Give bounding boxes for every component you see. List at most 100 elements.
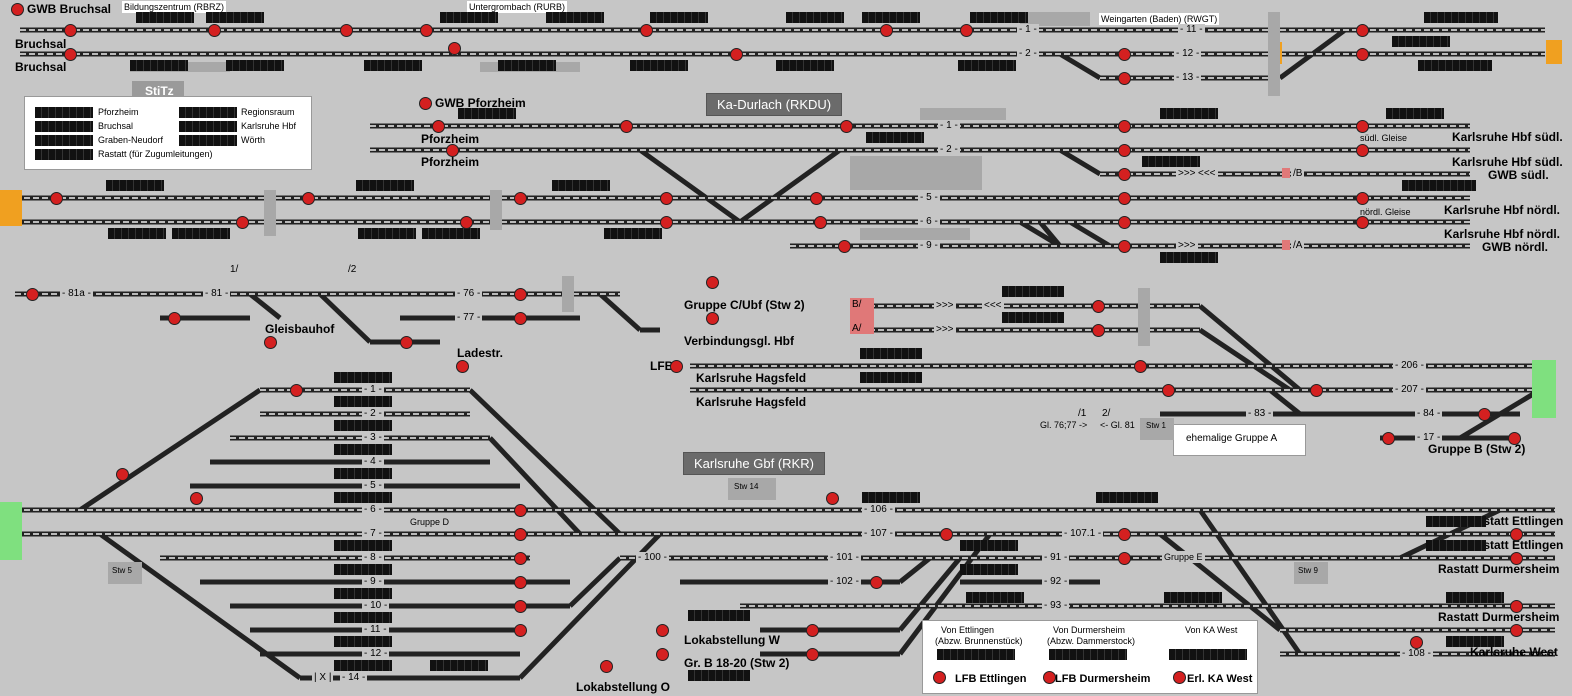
- signal[interactable]: [1508, 432, 1521, 445]
- train-number-display[interactable]: [552, 180, 610, 191]
- train-number-display[interactable]: [334, 564, 392, 575]
- train-number-display[interactable]: [688, 610, 750, 621]
- train-number-display[interactable]: [430, 660, 488, 671]
- train-number-display[interactable]: [1446, 636, 1504, 647]
- train-number-display[interactable]: [1446, 592, 1504, 603]
- train-number-display[interactable]: [334, 492, 392, 503]
- train-number-display[interactable]: [206, 12, 264, 23]
- signal[interactable]: [706, 276, 719, 289]
- signal[interactable]: [264, 336, 277, 349]
- train-number-display[interactable]: [130, 60, 188, 71]
- signal[interactable]: [1118, 552, 1131, 565]
- train-number-display[interactable]: [334, 540, 392, 551]
- train-number-display[interactable]: [1142, 156, 1200, 167]
- train-number-display[interactable]: [1002, 286, 1064, 297]
- route-1-label[interactable]: 1/: [228, 264, 241, 276]
- signal[interactable]: [514, 504, 527, 517]
- signal[interactable]: [514, 600, 527, 613]
- train-number-display[interactable]: [970, 12, 1028, 23]
- signal[interactable]: [514, 288, 527, 301]
- signal[interactable]: [514, 192, 527, 205]
- signal[interactable]: [340, 24, 353, 37]
- signal[interactable]: [1356, 24, 1369, 37]
- signal[interactable]: [1118, 144, 1131, 157]
- signal[interactable]: [190, 492, 203, 505]
- signal[interactable]: [1310, 384, 1323, 397]
- route-a-end-label[interactable]: /A: [1291, 240, 1305, 252]
- signal[interactable]: [514, 624, 527, 637]
- signal[interactable]: [208, 24, 221, 37]
- signal[interactable]: [640, 24, 653, 37]
- signal[interactable]: [64, 48, 77, 61]
- signal[interactable]: [1092, 324, 1105, 337]
- train-number-display[interactable]: [1160, 252, 1218, 263]
- train-number-display[interactable]: [334, 468, 392, 479]
- signal[interactable]: [116, 468, 129, 481]
- train-number-display[interactable]: [1392, 36, 1450, 47]
- signal[interactable]: [1356, 192, 1369, 205]
- signal[interactable]: [1356, 120, 1369, 133]
- signal[interactable]: [1162, 384, 1175, 397]
- train-number-display[interactable]: [106, 180, 164, 191]
- train-number-display[interactable]: [334, 444, 392, 455]
- train-number-display[interactable]: [334, 612, 392, 623]
- gwb-pforzheim-signal[interactable]: [419, 97, 432, 110]
- train-number-display[interactable]: [1160, 108, 1218, 119]
- train-number-display[interactable]: [422, 228, 480, 239]
- stitz-indicator[interactable]: [35, 149, 93, 160]
- signal[interactable]: [432, 120, 445, 133]
- train-number-display[interactable]: [1426, 516, 1486, 527]
- signal[interactable]: [400, 336, 413, 349]
- train-number-display[interactable]: [358, 228, 416, 239]
- train-number-display[interactable]: [1402, 180, 1476, 191]
- stitz-indicator[interactable]: [35, 135, 93, 146]
- feed-indicator[interactable]: [937, 649, 1015, 660]
- signal[interactable]: [960, 24, 973, 37]
- route-a-label[interactable]: A/: [852, 323, 862, 334]
- signal[interactable]: [446, 144, 459, 157]
- stitz-indicator[interactable]: [35, 107, 93, 118]
- signal[interactable]: [1356, 144, 1369, 157]
- signal[interactable]: [26, 288, 39, 301]
- signal[interactable]: [514, 552, 527, 565]
- feed-indicator[interactable]: [1049, 649, 1127, 660]
- train-number-display[interactable]: [172, 228, 230, 239]
- signal[interactable]: [660, 216, 673, 229]
- stitz-indicator[interactable]: [35, 121, 93, 132]
- signal[interactable]: [1118, 48, 1131, 61]
- train-number-display[interactable]: [136, 12, 194, 23]
- signal[interactable]: [1118, 72, 1131, 85]
- signal[interactable]: [880, 24, 893, 37]
- train-number-display[interactable]: [1418, 60, 1492, 71]
- route-2-label[interactable]: /2: [346, 264, 359, 276]
- train-number-display[interactable]: [960, 564, 1018, 575]
- train-number-display[interactable]: [1164, 592, 1222, 603]
- train-number-display[interactable]: [1002, 312, 1064, 323]
- train-number-display[interactable]: [334, 420, 392, 431]
- signal[interactable]: [1356, 48, 1369, 61]
- train-number-display[interactable]: [860, 372, 922, 383]
- train-number-display[interactable]: [630, 60, 688, 71]
- signal[interactable]: [706, 312, 719, 325]
- train-number-display[interactable]: [334, 636, 392, 647]
- train-number-display[interactable]: [786, 12, 844, 23]
- signal[interactable]: [1510, 624, 1523, 637]
- train-number-display[interactable]: [862, 492, 920, 503]
- signal[interactable]: [810, 192, 823, 205]
- signal[interactable]: [1118, 168, 1131, 181]
- feed-indicator[interactable]: [1169, 649, 1247, 660]
- train-number-display[interactable]: [688, 670, 750, 681]
- signal[interactable]: [50, 192, 63, 205]
- train-number-display[interactable]: [334, 588, 392, 599]
- signal[interactable]: [1510, 528, 1523, 541]
- signal[interactable]: [670, 360, 683, 373]
- signal[interactable]: [168, 312, 181, 325]
- signal[interactable]: [64, 24, 77, 37]
- train-number-display[interactable]: [650, 12, 708, 23]
- signal[interactable]: [514, 576, 527, 589]
- train-number-display[interactable]: [440, 12, 498, 23]
- stitz-indicator[interactable]: [179, 107, 237, 118]
- signal[interactable]: [448, 42, 461, 55]
- train-number-display[interactable]: [226, 60, 284, 71]
- route-b-end-label[interactable]: /B: [1291, 168, 1305, 180]
